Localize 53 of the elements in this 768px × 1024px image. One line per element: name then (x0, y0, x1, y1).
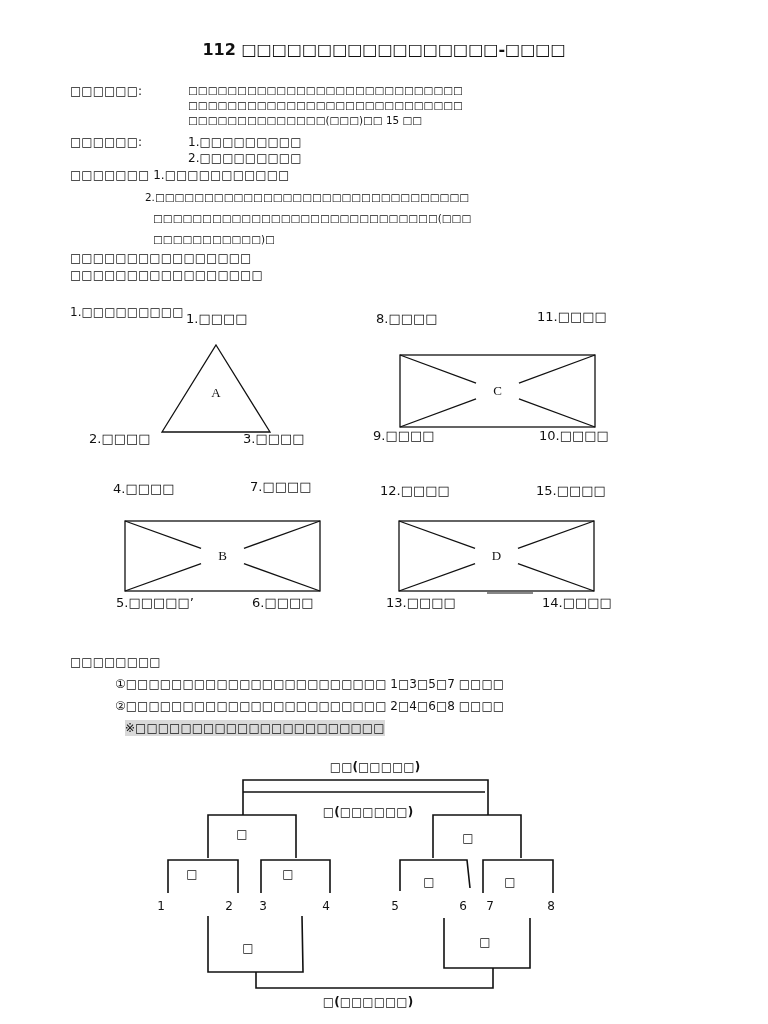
highlighted-note: ※□□□□□□□□□□□□□□□□□□□□□□ (125, 720, 385, 736)
list-item: 1.□□□□□□□□□ (188, 134, 302, 150)
field-label: □□□□□□: (70, 83, 143, 99)
vertex-label: 3.□□□□ (243, 431, 305, 447)
vertex-label: 15.□□□□ (536, 483, 606, 499)
bracket-label: □(□□□□□□) (322, 804, 414, 820)
bracket-title: □□(□□□□□) (329, 759, 421, 775)
seed-number: 1 (157, 898, 165, 914)
seed-number: 6 (459, 898, 467, 914)
note-text: □□□□□□□□□□□□□□□□□ (70, 267, 263, 283)
paragraph: □□□□□□□□□□□□□□□□□□□□□□□□□□□□□□□□□□□□□□□□□□□□□□□□□□□□□□□□□□□□□□□□□□□□□□(□□□)□□ 15 □□ (188, 83, 464, 128)
vertex-label: 11.□□□□ (537, 309, 607, 325)
paragraph: 2.□□□□□□□□□□□□□□□□□□□□□□□□□□□□□□□□□□□□□□□□□□□□□□□□□□□□□□□□□□□□□(□□□□□□□□□□□□□□)□ (145, 190, 473, 247)
page-title: 112 □□□□□□□□□□□□□□□□□-□□□□ (201, 42, 567, 58)
match-label: □ (462, 830, 474, 846)
match-label: □ (242, 940, 254, 956)
seed-number: 5 (391, 898, 399, 914)
seed-number: 2 (225, 898, 233, 914)
note-text: □□□□□□□□□□□□□□□□ (70, 250, 252, 266)
match-label: □ (186, 866, 198, 882)
seed-number: 3 (259, 898, 267, 914)
match-label: □ (504, 874, 516, 890)
crossed-rectangle (400, 355, 595, 427)
crossed-rectangle (399, 521, 594, 591)
section-heading: 1.□□□□□□□□□ (70, 304, 184, 320)
rule-text: ①□□□□□□□□□□□□□□□□□□□□□□□ 1□3□5□7 □□□□ (115, 676, 505, 692)
seed-number: 7 (486, 898, 494, 914)
field-label: □□□□□□: (70, 134, 143, 150)
vertex-label: 7.□□□□ (250, 479, 312, 495)
vertex-label: 2.□□□□ (89, 431, 151, 447)
vertex-label: 9.□□□□ (373, 428, 435, 444)
vertex-label: 4.□□□□ (113, 481, 175, 497)
match-label: □ (423, 874, 435, 890)
seed-number: 4 (322, 898, 330, 914)
match-label: □ (479, 934, 491, 950)
crossed-rectangle (125, 521, 320, 591)
bracket-label: □(□□□□□□) (322, 994, 414, 1010)
vertex-label: 1.□□□□ (186, 311, 248, 327)
rule-text: ②□□□□□□□□□□□□□□□□□□□□□□□ 2□4□6□8 □□□□ (115, 698, 505, 714)
match-label: □ (236, 826, 248, 842)
match-label: □ (282, 866, 294, 882)
vertex-label: 14.□□□□ (542, 595, 612, 611)
list-item: 2.□□□□□□□□□ (188, 150, 302, 166)
seed-number: 8 (547, 898, 555, 914)
vertex-label: 6.□□□□ (252, 595, 314, 611)
vertex-label: 5.□□□□□’ (116, 595, 194, 611)
vertex-label: 8.□□□□ (376, 311, 438, 327)
vertex-label: 13.□□□□ (386, 595, 456, 611)
vertex-label: 10.□□□□ (539, 428, 609, 444)
vertex-label: 12.□□□□ (380, 483, 450, 499)
list-item: □□□□□□□ 1.□□□□□□□□□□□ (70, 167, 290, 183)
section-heading: □□□□□□□□ (70, 654, 161, 670)
triangle-shape (162, 345, 270, 432)
